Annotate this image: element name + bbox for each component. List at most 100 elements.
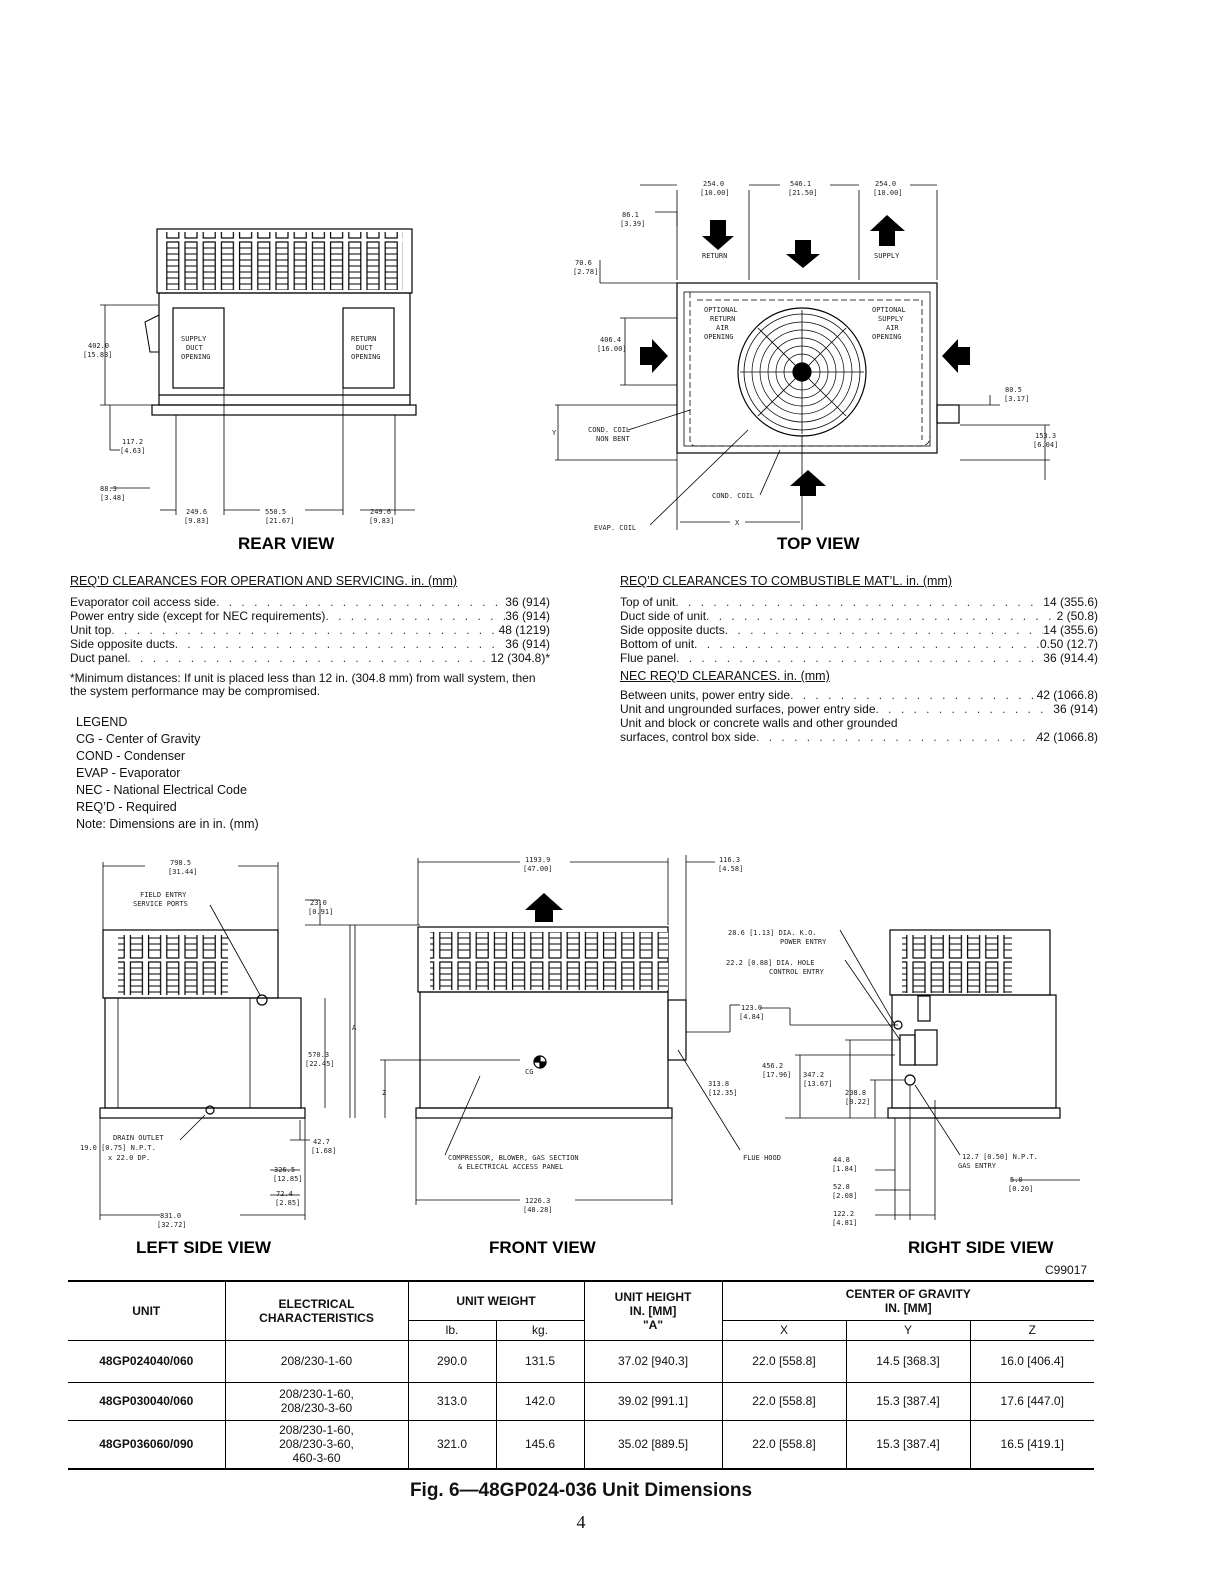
clearances-nec-list: Between units, power entry side . . . . … — [620, 688, 1098, 744]
clearances-service: REQ’D CLEARANCES FOR OPERATION AND SERVI… — [70, 574, 550, 698]
svg-text:831.0: 831.0 — [160, 1212, 181, 1220]
clearance-row: Unit and ungrounded surfaces, power entr… — [620, 702, 1098, 716]
leader-dots: . . . . . . . . . . . . . . . . . . . . … — [724, 623, 1044, 637]
clearance-row: Power entry side (except for NEC require… — [70, 609, 550, 623]
clearance-label: Duct side of unit — [620, 609, 707, 623]
top-view — [555, 184, 1050, 530]
svg-text:1193.9: 1193.9 — [525, 856, 550, 864]
clearance-value: 48 (1219) — [498, 623, 550, 637]
clearance-row: Side opposite ducts . . . . . . . . . . … — [70, 637, 550, 651]
legend-item: COND - Condenser — [76, 749, 186, 763]
right-side-view-labels: 28.6 [1.13] DIA. K.O. POWER ENTRY 22.2 [… — [708, 929, 1054, 1257]
svg-text:550.5: 550.5 — [265, 508, 286, 516]
cell-x: 22.0 [558.8] — [722, 1420, 847, 1468]
leader-dots: . . . . . . . . . . . . . . . . . . . . … — [216, 595, 505, 609]
cell-z: 16.0 [406.4] — [1000, 1354, 1064, 1368]
svg-text:313.8: 313.8 — [708, 1080, 729, 1088]
legend-item: REQ’D - Required — [76, 800, 177, 814]
svg-text:OPENING: OPENING — [351, 353, 381, 361]
front-view-title: FRONT VIEW — [489, 1238, 597, 1257]
clearance-row: Evaporator coil access side . . . . . . … — [70, 595, 550, 609]
svg-text:[0.20]: [0.20] — [1008, 1185, 1033, 1193]
clearances-combustible-title: REQ’D CLEARANCES TO COMBUSTIBLE MAT’L. i… — [620, 574, 952, 588]
clearance-label: Duct panel — [70, 651, 128, 665]
cell-unit: 48GP036060/090 — [68, 1420, 226, 1468]
leader-dots: . . . . . . . . . . . . . . . . . . . . … — [706, 609, 1057, 623]
clearance-label: Unit and ungrounded surfaces, power entr… — [620, 702, 876, 716]
svg-text:[47.00]: [47.00] — [523, 865, 553, 873]
svg-text:[4.63]: [4.63] — [120, 447, 145, 455]
clearance-row: Unit and block or concrete walls and oth… — [620, 716, 1098, 730]
svg-text:POWER ENTRY: POWER ENTRY — [780, 938, 827, 946]
leader-dots: . . . . . . . . . . . . . . . . . . . . … — [675, 595, 1043, 609]
svg-text:SERVICE PORTS: SERVICE PORTS — [133, 900, 188, 908]
header-kg: kg. — [496, 1320, 585, 1340]
svg-text:[10.00]: [10.00] — [873, 189, 903, 197]
svg-text:88.3: 88.3 — [100, 485, 117, 493]
clearance-value: 2 (50.8) — [1056, 609, 1098, 623]
leader-dots: . . . . . . . . . . . . . . . . . . . . … — [790, 688, 1037, 702]
leader-dots: . . . . . . . . . . . . . . . . . . . . … — [694, 637, 1040, 651]
cell-elec: 208/230-1-60,208/230-3-60 — [225, 1382, 409, 1420]
header-y: Y — [846, 1320, 971, 1340]
clearance-label: Side opposite ducts — [70, 637, 175, 651]
clearance-row: Duct panel . . . . . . . . . . . . . . .… — [70, 651, 550, 665]
cell-kg: 131.5 — [496, 1340, 585, 1382]
left-side-view-title: LEFT SIDE VIEW — [136, 1238, 272, 1257]
cell-unit: 48GP024040/060 — [68, 1340, 226, 1382]
svg-text:1226.3: 1226.3 — [525, 1197, 550, 1205]
svg-text:Z: Z — [382, 1089, 386, 1097]
clearance-label: surfaces, control box side — [620, 730, 757, 744]
svg-text:52.8: 52.8 — [833, 1183, 850, 1191]
svg-text:28.6 [1.13] DIA. K.O.: 28.6 [1.13] DIA. K.O. — [728, 929, 817, 937]
leader-dots: . . . . . . . . . . . . . . . . . . . . … — [174, 637, 506, 651]
clearances-combustible: REQ’D CLEARANCES TO COMBUSTIBLE MAT’L. i… — [620, 574, 1098, 744]
svg-text:[4.58]: [4.58] — [718, 865, 743, 873]
clearance-label: Evaporator coil access side — [70, 595, 217, 609]
svg-text:12.7 [0.50] N.P.T.: 12.7 [0.50] N.P.T. — [962, 1153, 1038, 1161]
left-side-view-labels: 798.5 [31.44] FIELD ENTRY SERVICE PORTS … — [80, 859, 272, 1257]
svg-text:570.3: 570.3 — [308, 1051, 329, 1059]
svg-text:117.2: 117.2 — [122, 438, 143, 446]
legend-item: NEC - National Electrical Code — [76, 783, 247, 797]
unit-data-table: UNIT ELECTRICAL CHARACTERISTICS UNIT WEI… — [68, 1282, 1094, 1468]
svg-text:[6.04]: [6.04] — [1033, 441, 1058, 449]
cell-lb: 290.0 — [408, 1340, 497, 1382]
leader-dots: . . . . . . . . . . . . . . . . . . . . … — [756, 730, 1037, 744]
cell-height: 37.02 [940.3] — [584, 1340, 723, 1382]
svg-text:[1.68]: [1.68] — [311, 1147, 336, 1155]
clearances-service-list: Evaporator coil access side . . . . . . … — [70, 595, 550, 665]
front-view-labels: 1193.9 [47.00] 116.3 [4.58] 23.0 [0.91] … — [273, 856, 781, 1257]
clearance-label: Unit and block or concrete walls and oth… — [620, 716, 898, 730]
page-number: 4 — [576, 1512, 586, 1532]
legend-item: CG - Center of Gravity — [76, 732, 201, 746]
right-side-view — [760, 929, 1080, 1220]
cell-kg: 145.6 — [496, 1420, 585, 1468]
svg-text:DUCT: DUCT — [186, 344, 204, 352]
svg-text:RETURN: RETURN — [702, 252, 727, 260]
svg-text:42.7: 42.7 — [313, 1138, 330, 1146]
header-unit: UNIT — [68, 1282, 226, 1340]
svg-text:CONTROL ENTRY: CONTROL ENTRY — [769, 968, 825, 976]
svg-text:OPTIONAL: OPTIONAL — [872, 306, 906, 314]
legend-title: LEGEND — [76, 715, 128, 729]
header-electrical: ELECTRICAL CHARACTERISTICS — [225, 1282, 409, 1340]
cell-unit: 48GP030040/060 — [68, 1382, 226, 1420]
svg-text:123.0: 123.0 — [741, 1004, 762, 1012]
clearance-row: Bottom of unit . . . . . . . . . . . . .… — [620, 637, 1098, 651]
header-z: Z — [1028, 1323, 1036, 1337]
cell-y: 15.3 [387.4] — [846, 1420, 971, 1468]
svg-text:254.0: 254.0 — [875, 180, 896, 188]
svg-text:[13.67]: [13.67] — [803, 1080, 833, 1088]
svg-text:347.2: 347.2 — [803, 1071, 824, 1079]
clearance-row: surfaces, control box side . . . . . . .… — [620, 730, 1098, 744]
svg-text:254.0: 254.0 — [703, 180, 724, 188]
header-center-of-gravity: CENTER OF GRAVITY IN. [MM] — [722, 1282, 1094, 1321]
rear-view-title: REAR VIEW — [238, 534, 335, 553]
svg-text:[16.00]: [16.00] — [597, 345, 627, 353]
clearance-row: Duct side of unit . . . . . . . . . . . … — [620, 609, 1098, 623]
